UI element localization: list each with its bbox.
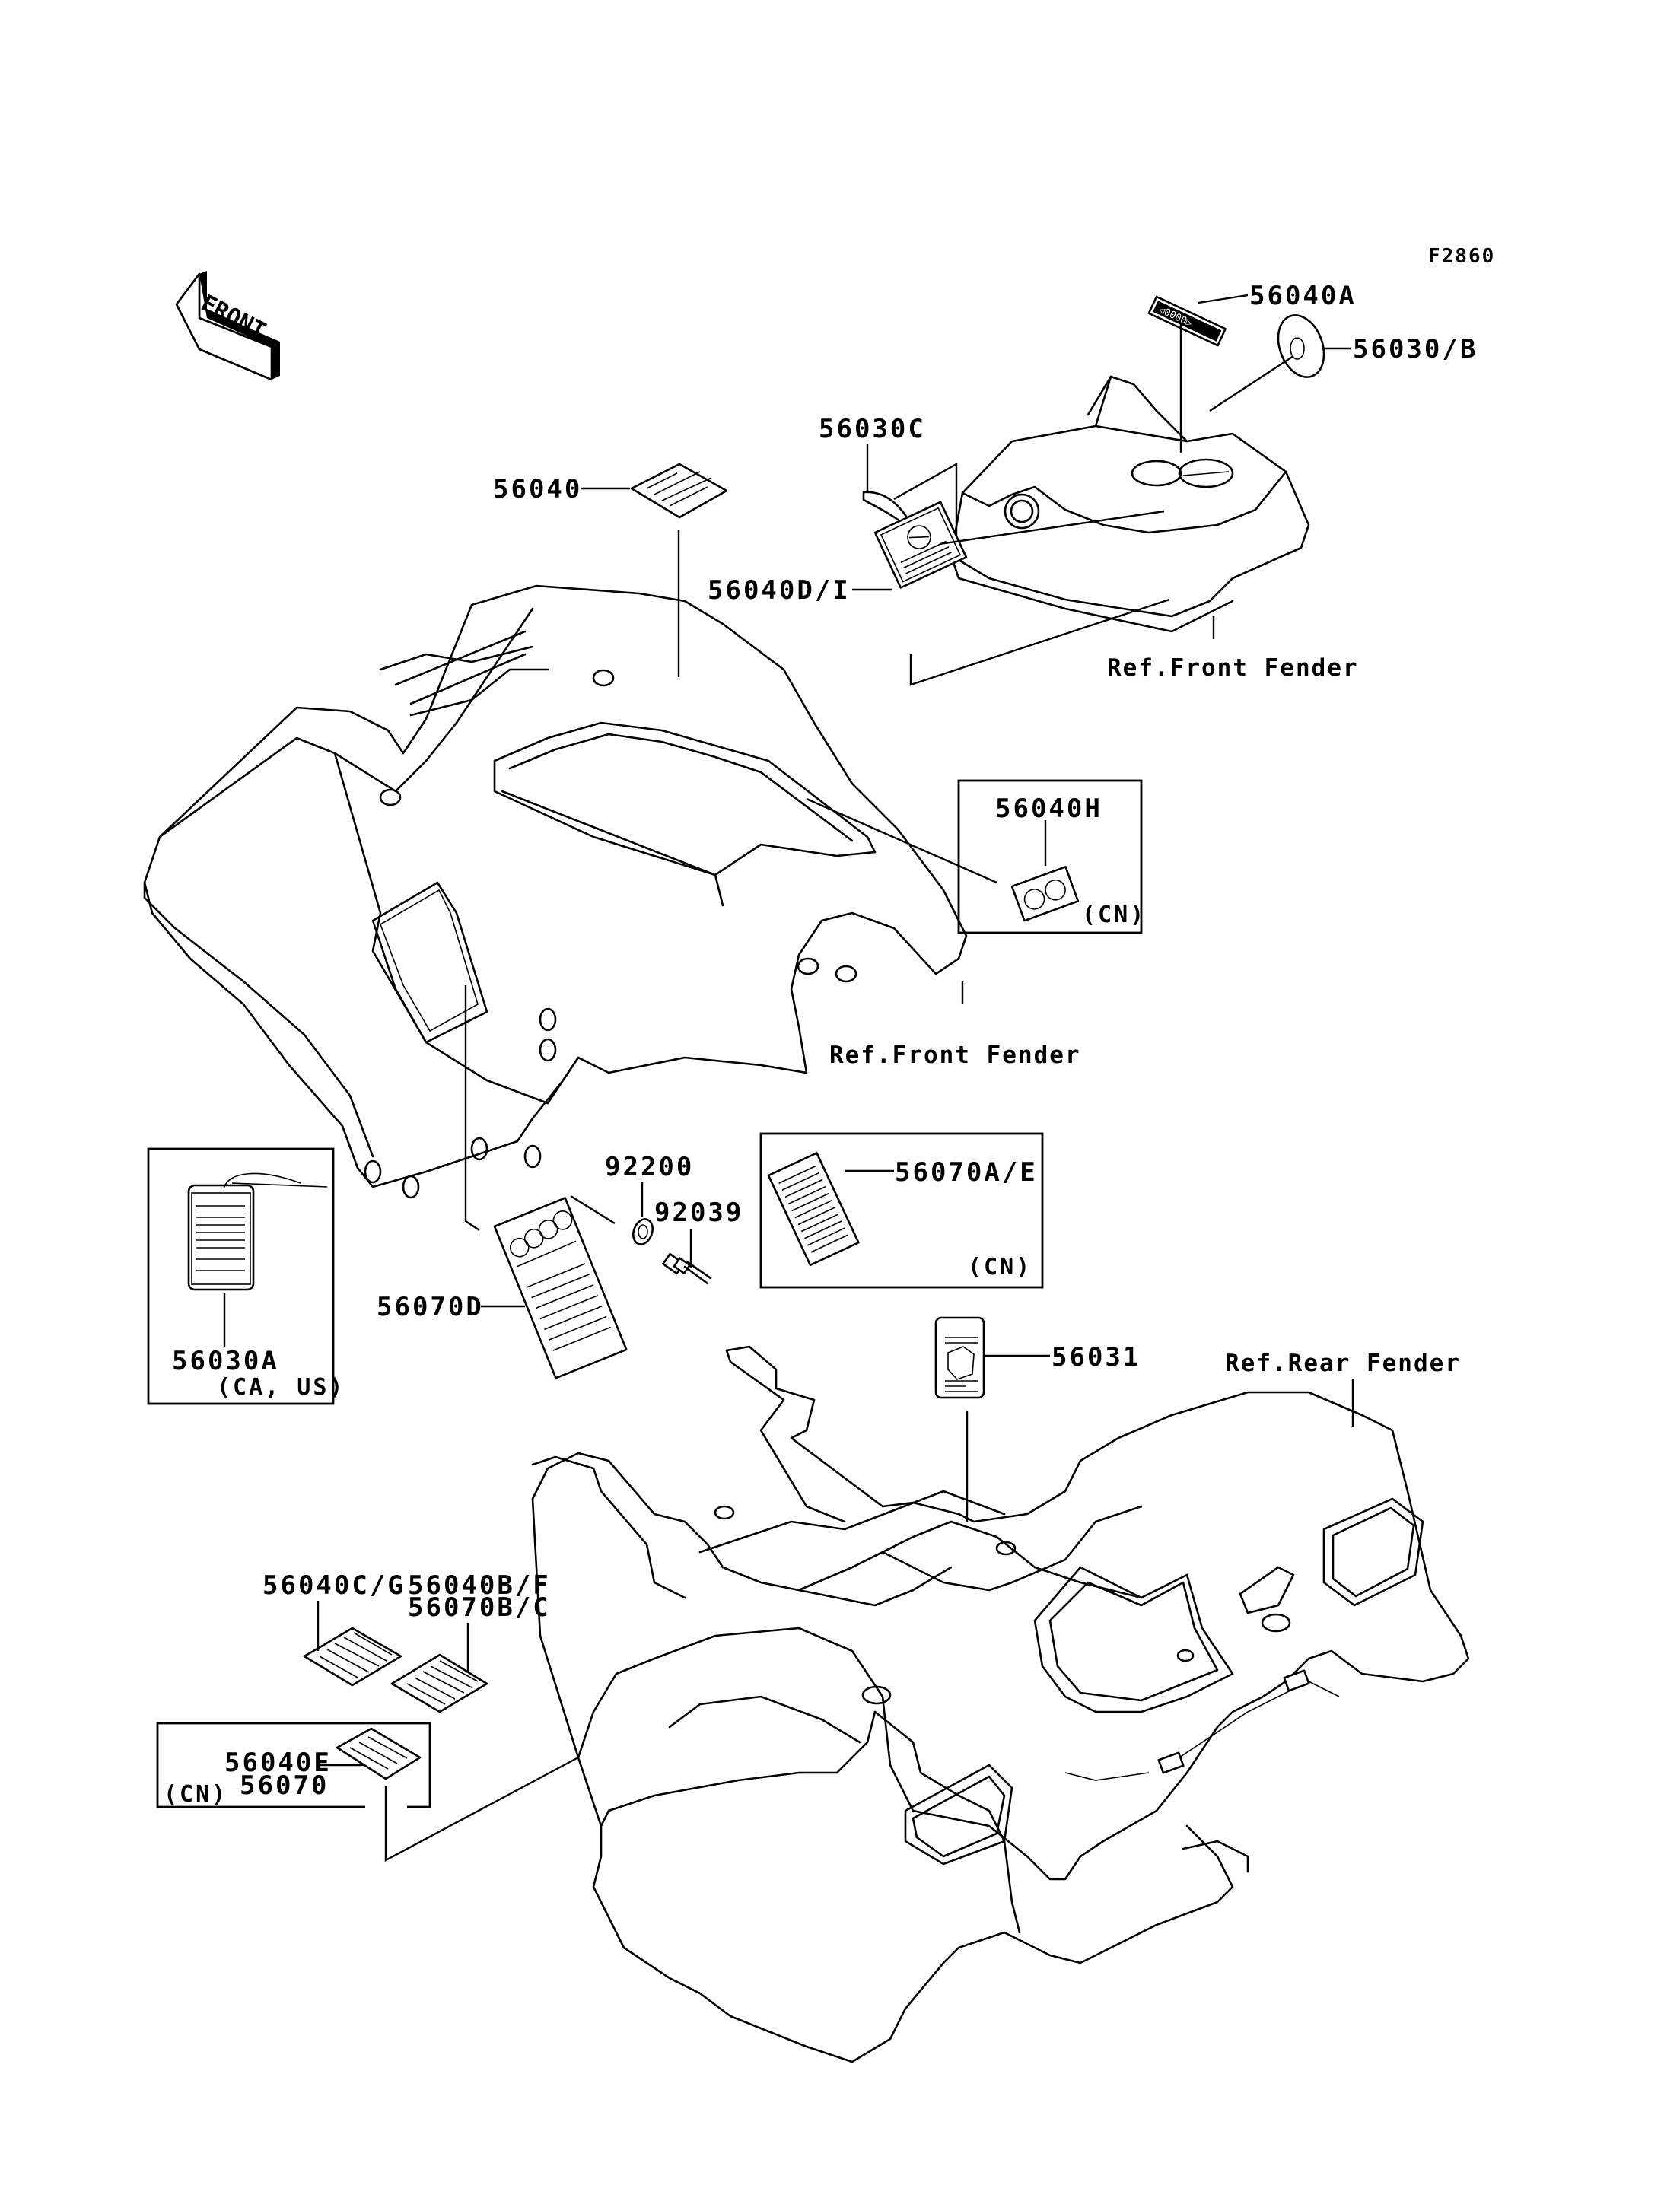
part-number: 56040A bbox=[1249, 281, 1357, 311]
front-fender-cover-illustration bbox=[950, 375, 1310, 633]
part-56040B-F-56070B-C[interactable]: 56040B/F 56070B/C bbox=[390, 1570, 551, 1713]
part-number: 56030C bbox=[819, 414, 926, 444]
part-number: 56040 bbox=[493, 474, 582, 504]
part-56070D[interactable]: 56070D bbox=[377, 985, 628, 1379]
region-code: (CN) bbox=[1082, 902, 1146, 928]
part-56040C-G[interactable]: 56040C/G bbox=[262, 1570, 406, 1687]
ref-label: Ref.Rear Fender bbox=[1225, 1350, 1461, 1377]
ref-front-fender-top: Ref.Front Fender bbox=[1107, 616, 1359, 682]
part-56040D-I[interactable]: 56040D/I bbox=[708, 501, 1170, 686]
ref-label: Ref.Front Fender bbox=[1107, 654, 1359, 682]
part-56030A[interactable]: 56030A (CA, US) bbox=[147, 1147, 345, 1405]
part-56040H[interactable]: 56040H (CN) bbox=[806, 779, 1146, 934]
figure-id: F2860 bbox=[1428, 245, 1495, 268]
part-number: 56040H bbox=[995, 794, 1102, 824]
part-number: 56030A bbox=[172, 1346, 279, 1376]
part-number: 56040C/G bbox=[262, 1570, 406, 1601]
part-number: 92200 bbox=[605, 1152, 694, 1182]
part-number: 56070 bbox=[240, 1770, 329, 1801]
rear-fender-illustration bbox=[531, 1345, 1470, 2063]
part-56040[interactable]: 56040 bbox=[493, 463, 728, 677]
part-56040E-56070[interactable]: 56040E 56070 (CN) bbox=[156, 1722, 579, 1862]
ref-label: Ref.Front Fender bbox=[829, 1042, 1081, 1069]
region-code: (CN) bbox=[164, 1781, 228, 1808]
part-number: 56040D/I bbox=[708, 575, 851, 606]
part-56031[interactable]: 56031 bbox=[934, 1316, 1141, 1522]
ref-front-fender-mid: Ref.Front Fender bbox=[829, 981, 1081, 1069]
front-arrow-icon: FRONT bbox=[175, 271, 280, 381]
part-number: 56031 bbox=[1052, 1342, 1141, 1373]
part-number: 56070D bbox=[377, 1292, 484, 1322]
part-number: 56070A/E bbox=[895, 1157, 1038, 1188]
region-code: (CA, US) bbox=[217, 1374, 345, 1401]
part-92039[interactable]: 92039 bbox=[654, 1198, 743, 1285]
part-number: 56070B/C bbox=[408, 1592, 551, 1623]
front-fender-illustration bbox=[143, 584, 968, 1199]
region-code: (CN) bbox=[968, 1254, 1032, 1280]
part-number: 56040B/F bbox=[408, 1570, 551, 1601]
part-number: 56040E bbox=[224, 1748, 332, 1778]
part-number: 56030/B bbox=[1353, 334, 1478, 364]
part-number: 92039 bbox=[654, 1198, 743, 1228]
ref-rear-fender: Ref.Rear Fender bbox=[1225, 1350, 1461, 1427]
part-56070A-E[interactable]: 56070A/E (CN) bbox=[759, 1132, 1044, 1289]
part-56030-B[interactable]: 56030/B bbox=[1209, 309, 1478, 412]
part-56040A[interactable]: ◁0000▷ 56040A bbox=[1147, 281, 1357, 453]
part-92200[interactable]: 92200 bbox=[605, 1152, 694, 1247]
